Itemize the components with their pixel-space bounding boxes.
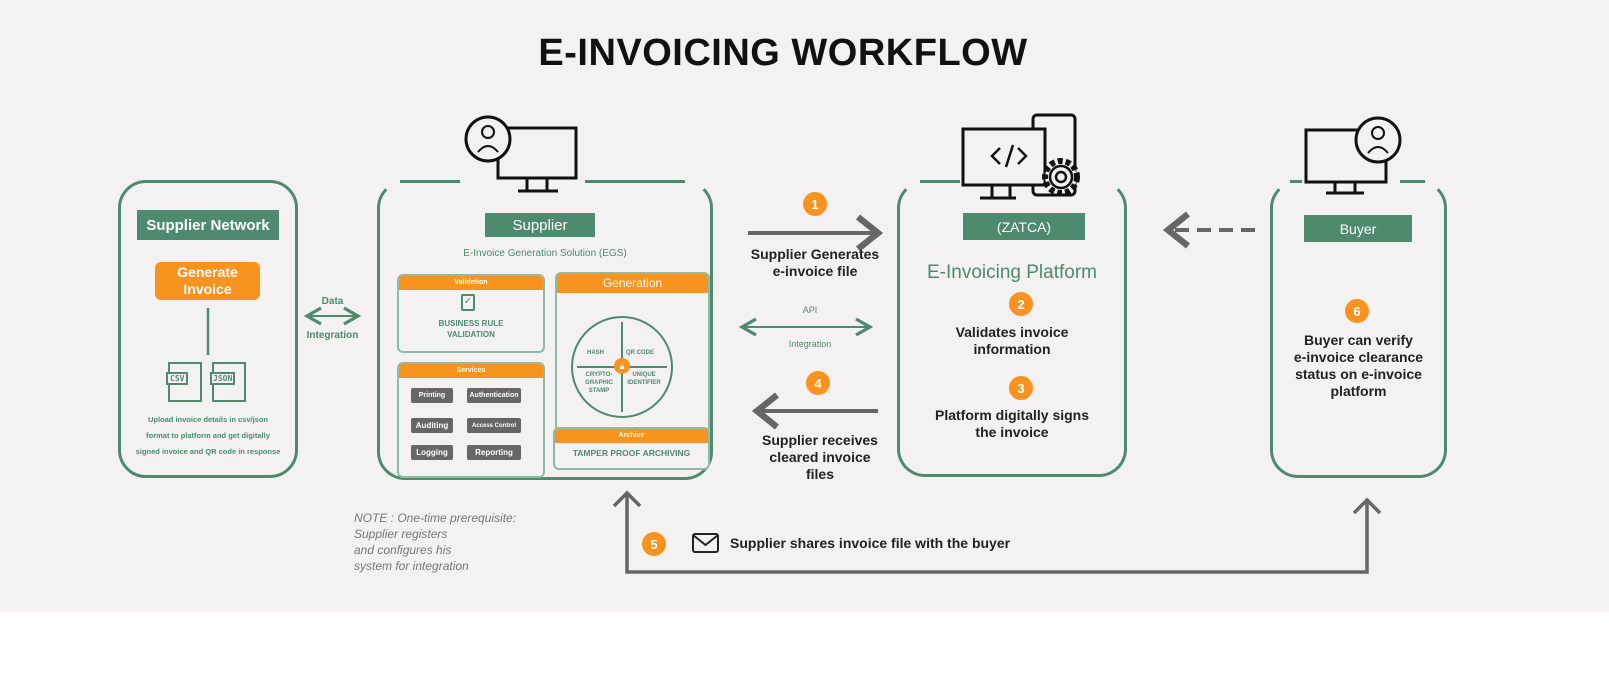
service-logging: Logging xyxy=(411,445,453,460)
egs-subtitle: E-Invoice Generation Solution (EGS) xyxy=(463,248,627,259)
service-access-control: Access Control xyxy=(467,418,521,433)
services-card: Services Printing Authentication Auditin… xyxy=(397,362,545,478)
api-integration-label: Integration xyxy=(788,339,832,349)
buyer-header: Buyer xyxy=(1304,215,1412,242)
step-6-badge: 6 xyxy=(1345,299,1369,323)
service-printing: Printing xyxy=(411,388,453,403)
archive-card: Archive TAMPER PROOF ARCHIVING xyxy=(553,427,710,470)
security-circle xyxy=(571,316,673,418)
zatca-header: (ZATCA) xyxy=(963,213,1085,240)
platform-title: E-Invoicing Platform xyxy=(926,262,1097,283)
api-label: API xyxy=(802,305,818,315)
generate-invoice-button[interactable]: Generate Invoice xyxy=(155,262,260,300)
csv-file-icon: CSV xyxy=(166,362,202,402)
step-3-badge: 3 xyxy=(1009,376,1033,400)
buyer-panel xyxy=(1270,180,1447,478)
service-reporting: Reporting xyxy=(467,445,521,460)
supplier-network-panel xyxy=(118,180,298,478)
step-2-badge: 2 xyxy=(1009,292,1033,316)
service-authentication: Authentication xyxy=(467,388,521,403)
prerequisite-note: NOTE : One-time prerequisite:Supplier re… xyxy=(354,511,517,573)
step5-loop-arrow xyxy=(625,493,1369,574)
data-label: Data xyxy=(321,296,344,307)
zatca-platform-panel xyxy=(897,180,1127,477)
step-5-badge: 5 xyxy=(642,532,666,556)
diagram-canvas: E-INVOICING WORKFLOW xyxy=(0,0,1609,612)
clipboard-check-icon: ✓ xyxy=(461,294,475,311)
step-4-badge: 4 xyxy=(806,371,830,395)
page-title: E-INVOICING WORKFLOW xyxy=(538,32,1028,74)
json-file-icon: JSON xyxy=(210,362,246,402)
lock-shield-icon: 🔒︎ xyxy=(614,358,630,374)
step-5-text: Supplier shares invoice file with the bu… xyxy=(730,535,1011,551)
service-auditing: Auditing xyxy=(411,418,453,433)
connectors-layer xyxy=(206,113,1402,574)
generation-card: Generation 🔒︎ HASH QR CODE CRYPTO- GRAPH… xyxy=(555,272,710,434)
buyer-computer-icon xyxy=(1304,116,1402,195)
step-1-badge: 1 xyxy=(803,192,827,216)
platform-code-gear-icon xyxy=(961,113,1080,200)
supplier-panel xyxy=(377,180,713,480)
integration-label: Integration xyxy=(306,330,359,341)
supplier-header: Supplier xyxy=(485,213,595,237)
mail-icon xyxy=(692,533,719,553)
supplier-computer-icon xyxy=(464,115,578,193)
supplier-network-header: Supplier Network xyxy=(137,210,279,240)
